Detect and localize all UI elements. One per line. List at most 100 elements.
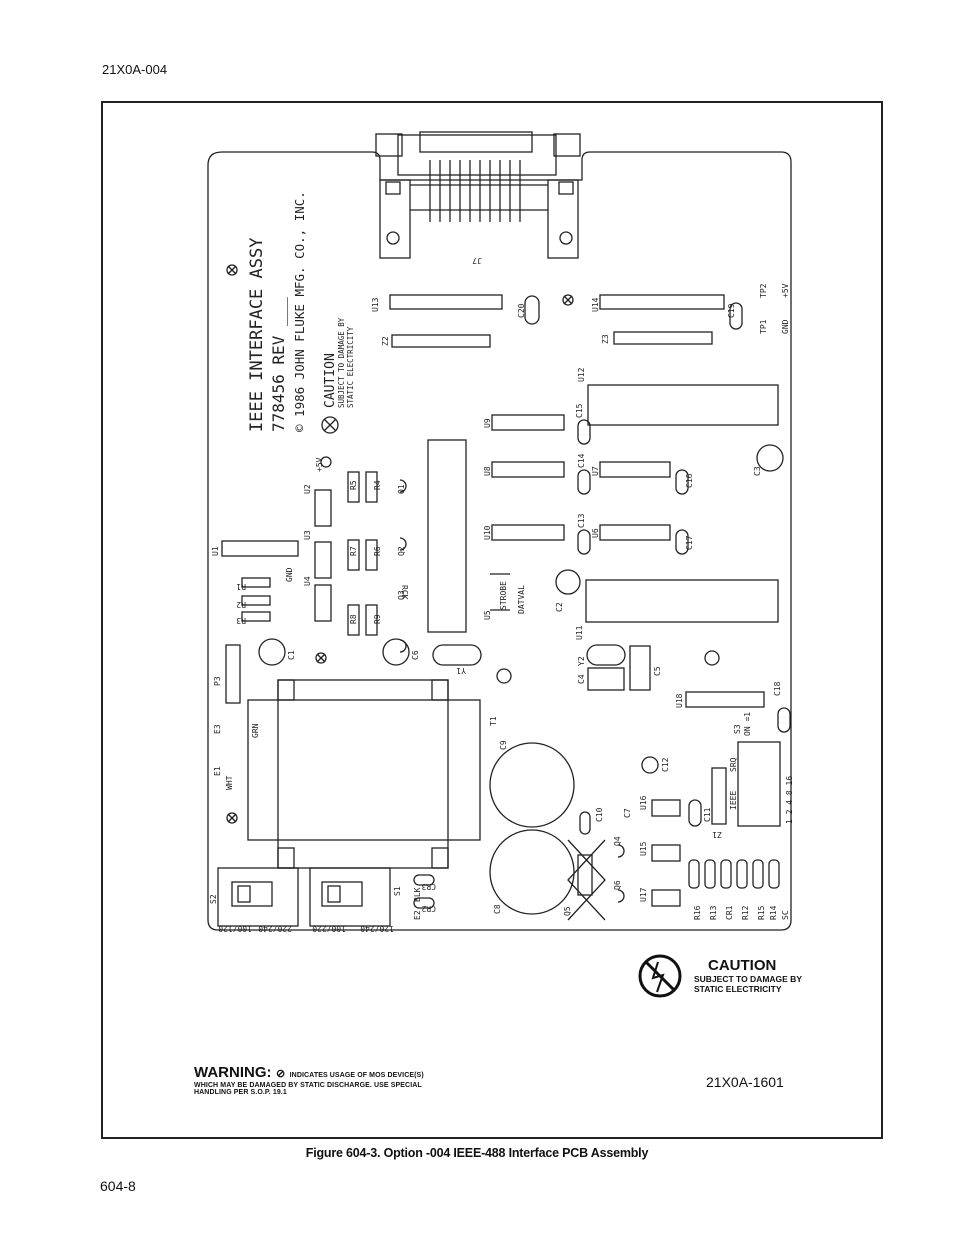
label-blk: BLK: [413, 887, 422, 902]
label-u18: U18: [675, 693, 684, 708]
label-strobe: STROBE: [499, 581, 508, 610]
label-r8: R8: [349, 614, 358, 624]
z3-array: [613, 331, 713, 345]
label-q1: Q1: [397, 484, 406, 494]
label-u9: U9: [483, 418, 492, 428]
caution-note: CAUTION SUBJECT TO DAMAGE BY STATIC ELEC…: [639, 950, 839, 1010]
u8-ic: [491, 461, 565, 478]
label-tp2: TP2: [759, 283, 768, 298]
label-c11: C11: [703, 807, 712, 822]
u10-ic: [491, 524, 565, 541]
label-datval: DATVAL: [517, 585, 526, 614]
label-c2: C2: [555, 602, 564, 612]
label-e2: E2: [413, 910, 422, 920]
label-5v: +5V: [315, 457, 324, 472]
label-p3: P3: [213, 676, 222, 686]
board-caution-sub1: SUBJECT TO DAMAGE BY: [337, 317, 346, 408]
s3-dip-switch: [737, 741, 781, 827]
u3-ic: [314, 541, 332, 579]
label-u1: U1: [211, 546, 220, 556]
label-u11: U11: [575, 625, 584, 640]
z2-array: [391, 334, 491, 348]
label-c7: C7: [623, 808, 632, 818]
label-u12: U12: [577, 367, 586, 382]
label-gnd: GND: [285, 567, 294, 582]
u11-ic: [585, 579, 779, 623]
label-u15: U15: [639, 841, 648, 856]
label-c18: C18: [773, 681, 782, 696]
label-u16: U16: [639, 795, 648, 810]
label-ieee: IEEE: [729, 791, 738, 810]
label-wht: WHT: [225, 775, 234, 790]
warning-line-1: INDICATES USAGE OF MOS DEVICE(S): [289, 1072, 424, 1079]
c6-cap: [382, 638, 410, 666]
caution-title: CAUTION: [708, 957, 777, 974]
u2-ic: [314, 489, 332, 527]
label-u14: U14: [591, 297, 600, 312]
static-caution-icon: [638, 954, 682, 998]
mos-device-icon: ⊘: [275, 1068, 286, 1080]
c2-cap: [555, 569, 581, 595]
label-c15: C15: [575, 403, 584, 418]
label-c16: C16: [685, 473, 694, 488]
label-5v-tp: +5V: [781, 283, 790, 298]
label-v120-240: 120/240: [360, 924, 394, 933]
label-cr1: CR1: [725, 905, 734, 920]
label-c14: C14: [577, 453, 586, 468]
u6-ic: [599, 524, 671, 541]
label-c9: C9: [499, 740, 508, 750]
board-caution: CAUTION: [323, 353, 338, 408]
label-c12: C12: [661, 757, 670, 772]
u18-ic: [685, 691, 765, 708]
label-z2: Z2: [381, 336, 390, 346]
label-gnd-tp: GND: [781, 319, 790, 334]
label-y2: Y2: [577, 656, 586, 666]
warning-line-3: HANDLING PER S.O.P. 19.1: [194, 1089, 287, 1096]
label-tp1: TP1: [759, 319, 768, 334]
label-c3: C3: [753, 466, 762, 476]
board-caution-sub2: STATIC ELECTRICITY: [346, 326, 355, 408]
label-grn: GRN: [251, 723, 260, 738]
u4-ic: [314, 584, 332, 622]
label-r4: R4: [373, 480, 382, 490]
label-u5: U5: [483, 610, 492, 620]
label-q4: Q4: [613, 836, 622, 846]
label-r3: R3: [236, 616, 246, 625]
label-s2: S2: [209, 894, 218, 904]
label-u6: U6: [591, 528, 600, 538]
label-r9: R9: [373, 614, 382, 624]
label-c13: C13: [577, 513, 586, 528]
warning-title: WARNING:: [194, 1064, 272, 1081]
warning-line-2: WHICH MAY BE DAMAGED BY STATIC DISCHARGE…: [194, 1082, 422, 1089]
label-s3-on: ON =1: [743, 712, 752, 736]
label-s3-bits: 1 2 4 8 16: [785, 776, 794, 824]
u1-ic: [221, 540, 299, 557]
label-c19: C19: [727, 303, 736, 318]
label-rck: RCK: [400, 585, 409, 600]
label-u17: U17: [639, 887, 648, 902]
c8-cap: [489, 829, 575, 915]
label-u10: U10: [483, 525, 492, 540]
label-c17: C17: [685, 535, 694, 550]
label-u2: U2: [303, 484, 312, 494]
label-c1: C1: [287, 650, 296, 660]
u9-ic: [491, 414, 565, 431]
label-u13: U13: [371, 297, 380, 312]
label-r13: R13: [709, 905, 718, 920]
label-q6: Q6: [613, 880, 622, 890]
label-c5: C5: [653, 666, 662, 676]
label-cr2: CR2: [421, 904, 436, 913]
label-u7: U7: [591, 466, 600, 476]
label-s3: S3: [733, 724, 742, 734]
label-r1: R1: [236, 582, 246, 591]
label-e3: E3: [213, 724, 222, 734]
label-z3: Z3: [601, 334, 610, 344]
board-copyright: © 1986 JOHN FLUKE MFG. CO., INC.: [292, 191, 307, 432]
label-r12: R12: [741, 905, 750, 920]
drawing-number: 21X0A-1601: [706, 1074, 784, 1090]
figure-caption: Figure 604-3. Option -004 IEEE-488 Inter…: [305, 1146, 649, 1160]
label-cr3: CR3: [421, 882, 436, 891]
t1-transformer: [247, 699, 481, 841]
u14-ic: [599, 294, 725, 310]
figure-frame: [101, 101, 883, 1139]
